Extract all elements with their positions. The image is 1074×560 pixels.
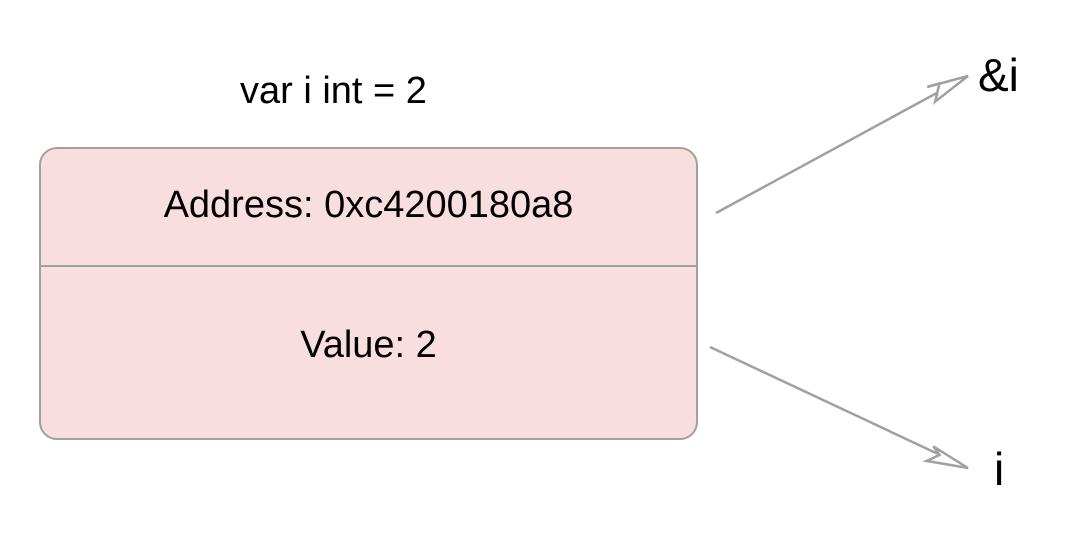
memory-address-cell: Address: 0xc4200180a8	[41, 149, 696, 267]
memory-value-label: Value: 2	[300, 324, 437, 366]
variable-declaration: var i int = 2	[240, 70, 427, 112]
arrow-to-variable	[709, 345, 969, 470]
memory-address-label: Address: 0xc4200180a8	[163, 183, 574, 226]
arrow-to-address-of	[715, 74, 969, 215]
memory-value-cell: Value: 2	[41, 267, 696, 438]
address-of-label: &i	[978, 49, 1019, 101]
variable-label: i	[994, 443, 1005, 495]
memory-cell: Address: 0xc4200180a8 Value: 2	[39, 147, 698, 440]
